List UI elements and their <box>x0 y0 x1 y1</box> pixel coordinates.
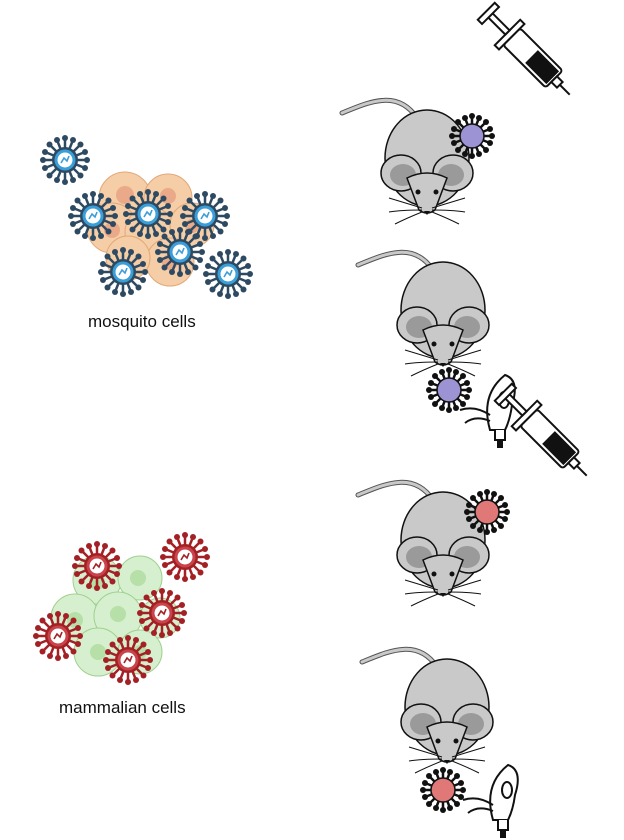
mammalian-cells-label: mammalian cells <box>59 698 186 717</box>
mouse-2-aerosol <box>358 252 516 449</box>
mouse-3-injection <box>358 378 601 606</box>
mouse-4-aerosol <box>362 649 519 839</box>
mouse-1-injection <box>342 0 584 224</box>
mosquito-cells-label: mosquito cells <box>88 312 196 331</box>
mosquito-viruses <box>38 133 255 301</box>
